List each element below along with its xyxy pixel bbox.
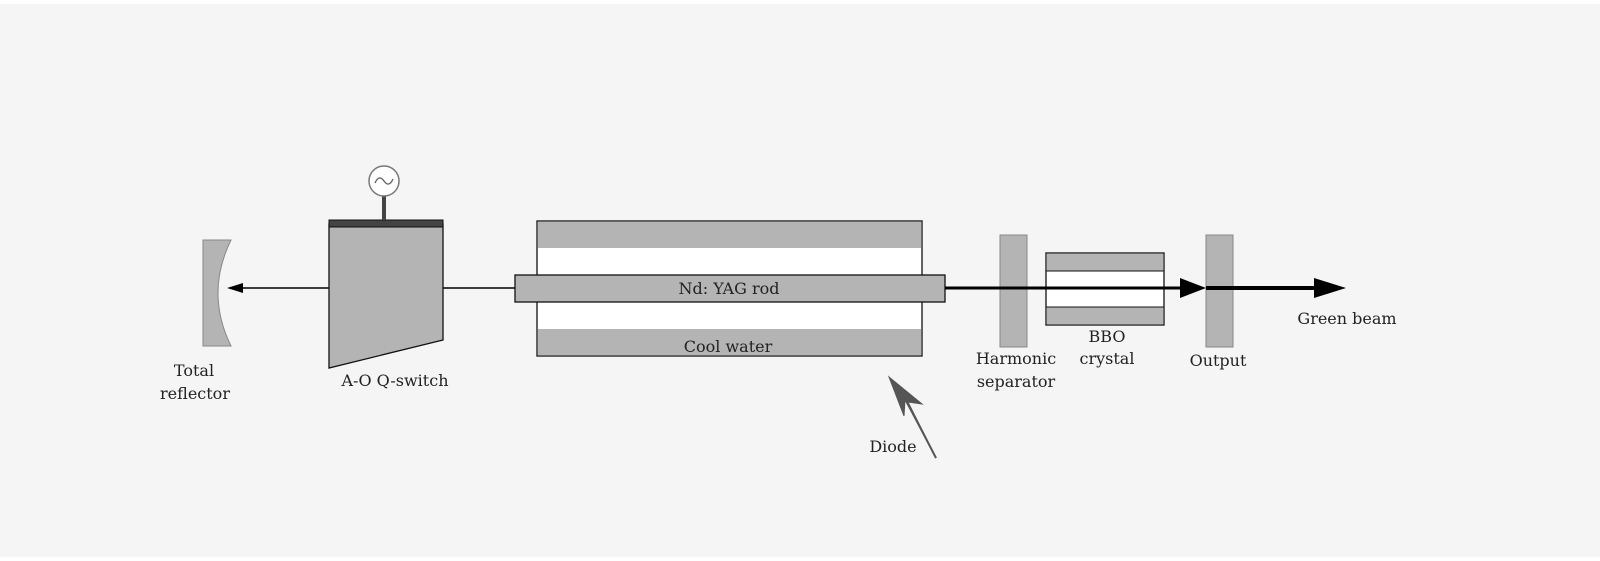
green-beam-arrowhead [1314,278,1346,298]
cool-water-upper [538,222,921,248]
output-label: Output [1190,351,1247,370]
nd-yag-rod [514,274,946,303]
laser-cavity-diagram: Total reflector A-O Q-switch Nd: YAG rod… [160,165,1397,459]
beam-arrowhead-mid [1180,278,1206,298]
green-beam-label: Green beam [1297,309,1396,328]
q-switch-label: A-O Q-switch [341,371,449,390]
q-switch [328,165,444,369]
diagram-canvas: Total reflector A-O Q-switch Nd: YAG rod… [0,4,1600,557]
harmonic-separator-label-line1: Harmonic [976,349,1056,368]
beam-arrowhead-left [227,283,243,293]
q-switch-transducer [328,219,444,228]
total-reflector-label-line1: Total [174,361,214,380]
output-coupler [1205,234,1234,348]
total-reflector-label-line2: reflector [160,384,230,403]
diode-arrow-shaft [903,395,937,459]
diode-label: Diode [869,437,916,456]
harmonic-separator-label-line2: separator [977,372,1056,391]
q-switch-body [328,223,444,369]
total-reflector-mirror [202,239,232,347]
bbo-label-line2: crystal [1080,349,1135,368]
harmonic-separator [999,234,1028,348]
rod-label: Nd: YAG rod [679,279,780,298]
cool-water-lower [538,329,921,355]
cool-water-label: Cool water [684,337,773,356]
bbo-label-line1: BBO [1089,327,1126,346]
q-switch-stem [382,196,386,220]
sine-wave-source-icon [368,165,400,197]
